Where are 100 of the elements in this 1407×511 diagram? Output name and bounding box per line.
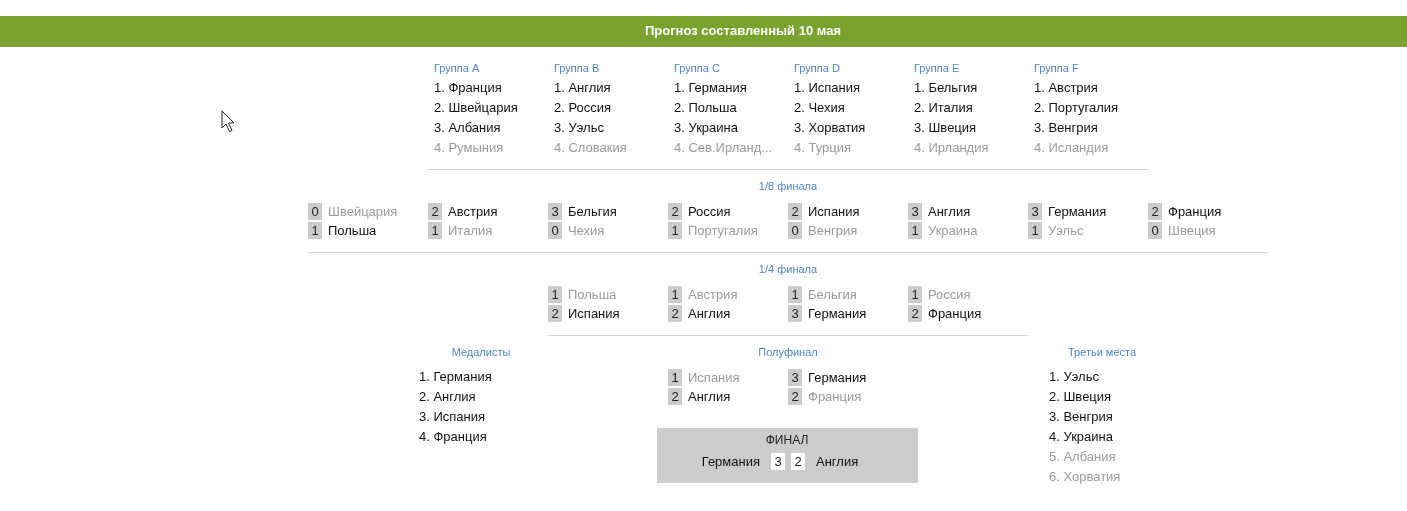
group-standing: 2. Польша [674, 100, 737, 116]
group-standing: 4. Исландия [1034, 140, 1109, 156]
score-box: 2 [788, 203, 802, 220]
score-box: 0 [308, 203, 322, 220]
group-standing: 3. Украина [674, 120, 738, 136]
score-box: 0 [548, 222, 562, 239]
score-box: 1 [908, 222, 922, 239]
group-standing: 2. Россия [554, 100, 612, 116]
team-name: Швеция [1168, 223, 1216, 239]
group-standing: 4. Турция [794, 140, 851, 156]
score-box: 2 [788, 388, 802, 405]
team-name: Англия [816, 454, 859, 470]
score-box: 2 [1148, 203, 1162, 220]
group-standing: 4. Сев.Ирланд... [674, 140, 773, 156]
medalist-entry: 1. Германия [419, 369, 492, 385]
score-box: 0 [1148, 222, 1162, 239]
score-box: 1 [428, 222, 442, 239]
team-name: Германия [808, 370, 867, 386]
team-name: Франция [928, 306, 982, 322]
score-box: 2 [668, 305, 682, 322]
medalist-entry: 4. Франция [419, 429, 487, 445]
group-standing: 1. Бельгия [914, 80, 978, 96]
final-panel [657, 428, 918, 483]
team-name: Германия [808, 306, 867, 322]
score-box: 1 [668, 222, 682, 239]
group-heading: Группа F [1034, 61, 1079, 75]
score-box: 1 [668, 369, 682, 386]
section-heading: Полуфинал [758, 345, 818, 359]
score-box: 3 [788, 305, 802, 322]
group-standing: 1. Германия [674, 80, 747, 96]
score-box: 2 [548, 305, 562, 322]
group-standing: 3. Уэльс [554, 120, 604, 136]
team-name: Англия [928, 204, 971, 220]
group-standing: 3. Хорватия [794, 120, 866, 136]
team-name: Россия [688, 204, 731, 220]
group-standing: 4. Румыния [434, 140, 504, 156]
group-standing: 3. Албания [434, 120, 501, 136]
group-standing: 1. Испания [794, 80, 861, 96]
third-place-entry: 6. Хорватия [1049, 469, 1121, 485]
score-box: 2 [668, 388, 682, 405]
third-place-entry: 4. Украина [1049, 429, 1113, 445]
team-name: Испания [688, 370, 740, 386]
section-heading: 1/4 финала [758, 262, 818, 276]
group-standing: 1. Австрия [1034, 80, 1098, 96]
team-name: Германия [1048, 204, 1107, 220]
team-name: Польша [568, 287, 617, 303]
team-name: Португалия [688, 223, 758, 239]
section-heading: 1/8 финала [758, 179, 818, 193]
score-box: 2 [791, 453, 805, 470]
team-name: Англия [688, 306, 731, 322]
third-place-entry: 3. Венгрия [1049, 409, 1113, 425]
third-place-entry: 1. Уэльс [1049, 369, 1099, 385]
score-box: 3 [548, 203, 562, 220]
third-place-entry: 5. Албания [1049, 449, 1116, 465]
group-heading: Группа C [674, 61, 720, 75]
group-standing: 3. Швеция [914, 120, 977, 136]
team-name: Австрия [448, 204, 498, 220]
group-heading: Группа B [554, 61, 600, 75]
third-place-entry: 2. Швеция [1049, 389, 1112, 405]
score-box: 3 [1028, 203, 1042, 220]
team-name: Англия [688, 389, 731, 405]
team-name: Франция [1168, 204, 1222, 220]
team-name: Германия [701, 454, 760, 470]
medalist-entry: 2. Англия [419, 389, 476, 405]
group-standing: 1. Франция [434, 80, 502, 96]
score-box: 2 [908, 305, 922, 322]
group-standing: 2. Италия [914, 100, 973, 116]
score-box: 2 [668, 203, 682, 220]
page-title: Прогноз составленный 10 мая [645, 23, 841, 39]
score-box: 1 [308, 222, 322, 239]
group-heading: Группа D [794, 61, 840, 75]
team-name: Чехия [568, 223, 605, 239]
group-standing: 2. Швейцария [434, 100, 518, 116]
team-name: Испания [808, 204, 860, 220]
score-box: 1 [1028, 222, 1042, 239]
score-box: 2 [428, 203, 442, 220]
team-name: Австрия [688, 287, 738, 303]
team-name: Швейцария [328, 204, 398, 220]
group-standing: 2. Чехия [794, 100, 845, 116]
section-heading: Третьи места [1067, 345, 1137, 359]
team-name: Испания [568, 306, 620, 322]
team-name: Франция [808, 389, 862, 405]
team-name: Украина [928, 223, 978, 239]
team-name: Уэльс [1048, 223, 1084, 239]
score-box: 0 [788, 222, 802, 239]
group-standing: 3. Венгрия [1034, 120, 1098, 136]
group-standing: 2. Португалия [1034, 100, 1119, 116]
group-standing: 4. Словакия [554, 140, 627, 156]
final-heading: ФИНАЛ [765, 433, 809, 448]
team-name: Бельгия [808, 287, 857, 303]
section-heading: Медалисты [451, 345, 511, 359]
team-name: Бельгия [568, 204, 617, 220]
score-box: 1 [788, 286, 802, 303]
score-box: 1 [908, 286, 922, 303]
group-heading: Группа A [434, 61, 480, 75]
group-standing: 4. Ирландия [914, 140, 989, 156]
score-box: 3 [771, 453, 785, 470]
score-box: 1 [668, 286, 682, 303]
score-box: 3 [908, 203, 922, 220]
medalist-entry: 3. Испания [419, 409, 486, 425]
